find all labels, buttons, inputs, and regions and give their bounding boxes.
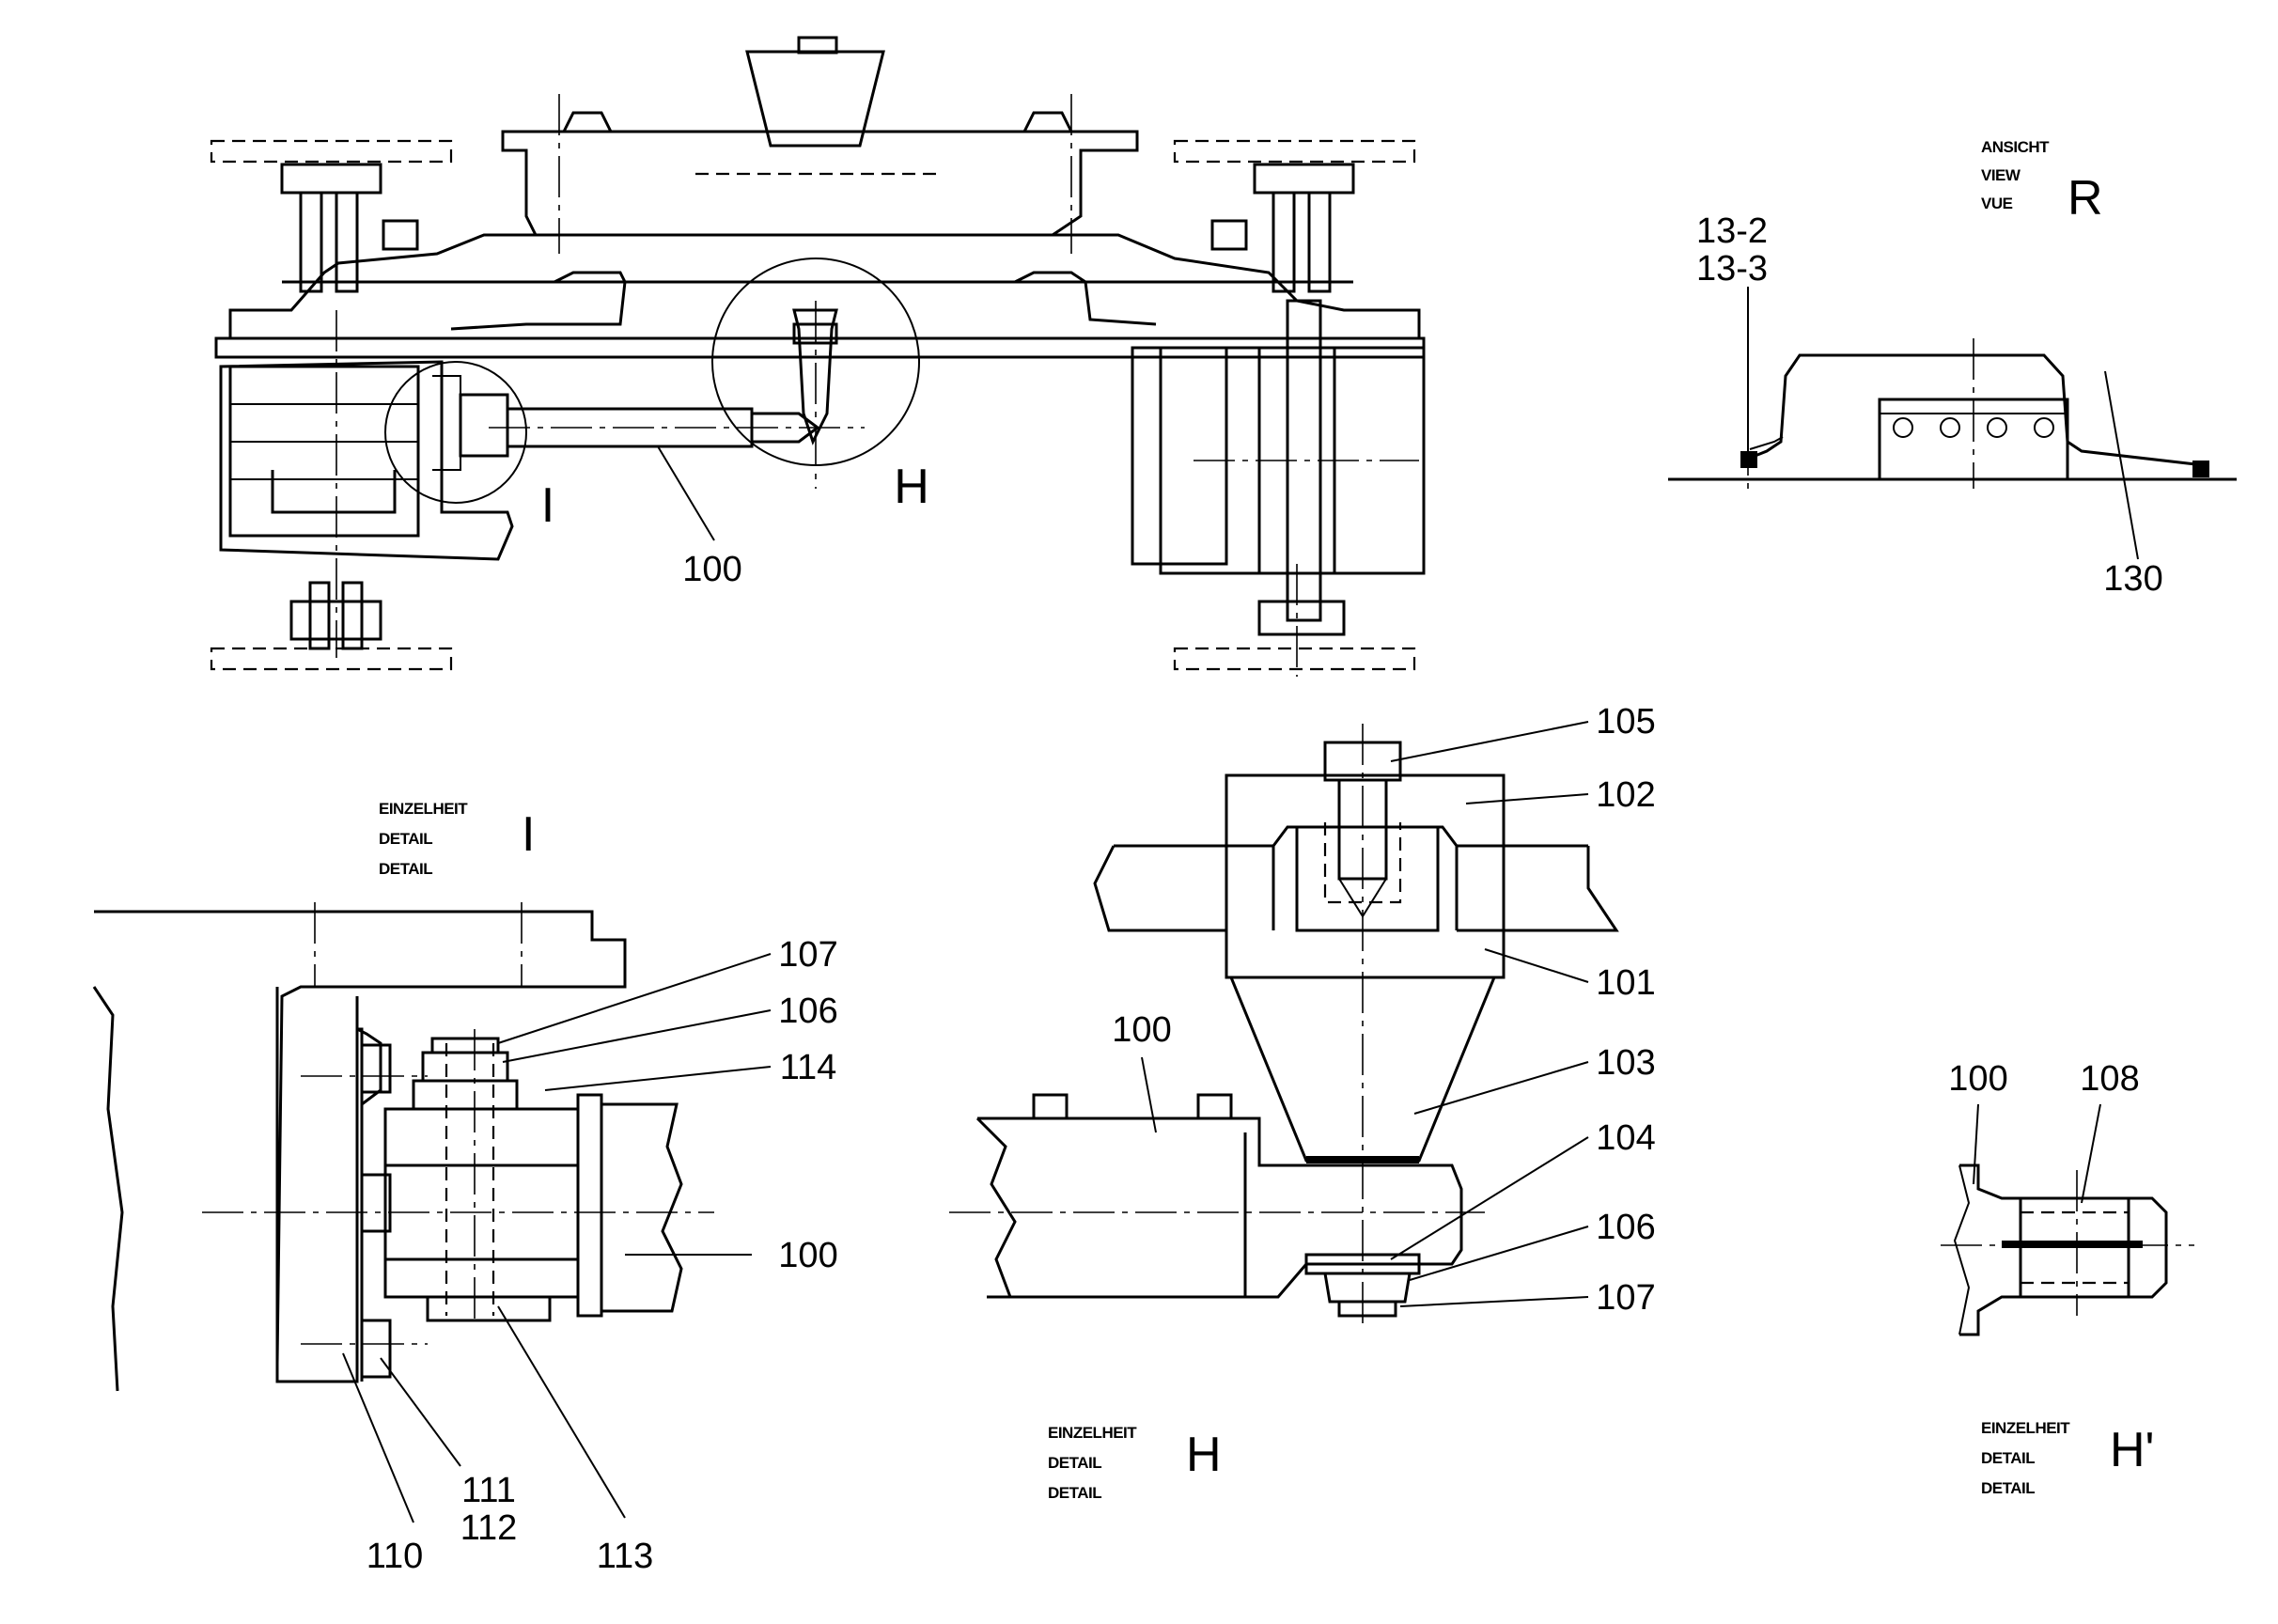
detail-h-label-102: 102 [1596, 775, 1655, 815]
view-r-caption-ansicht: ANSICHT [1981, 138, 2050, 156]
detail-h2-label-100: 100 [1948, 1059, 2007, 1099]
detail-i-caption-detail-1: DETAIL [379, 830, 432, 848]
detail-h2-label-108: 108 [2080, 1059, 2139, 1099]
view-r-label-130: 130 [2103, 559, 2162, 599]
main-label-h: H [894, 460, 929, 514]
detail-i-caption-detail-2: DETAIL [379, 860, 432, 878]
detail-i-label-114: 114 [780, 1048, 837, 1087]
detail-h-label-103: 103 [1596, 1043, 1655, 1083]
detail-h-label-100: 100 [1112, 1010, 1171, 1050]
detail-h-label-106: 106 [1596, 1208, 1655, 1247]
view-r-label-13-3: 13-3 [1696, 249, 1768, 289]
detail-i: EINZELHEIT DETAIL DETAIL I [92, 800, 838, 1576]
view-r-label-13-2: 13-2 [1696, 211, 1768, 251]
detail-h-prime: EINZELHEIT DETAIL DETAIL H' 100 108 [1941, 1059, 2194, 1497]
detail-h2-caption-einzelheit: EINZELHEIT [1981, 1419, 2070, 1437]
detail-h-label-101: 101 [1596, 963, 1655, 1003]
detail-h-label-104: 104 [1596, 1118, 1655, 1158]
detail-h: EINZELHEIT DETAIL DETAIL H [949, 702, 1656, 1502]
detail-h-caption-detail-2: DETAIL [1048, 1484, 1101, 1502]
detail-h-caption-einzelheit: EINZELHEIT [1048, 1424, 1137, 1442]
view-r-caption-view: VIEW [1981, 166, 2021, 184]
main-label-i: I [541, 478, 554, 533]
detail-h2-letter: H' [2110, 1423, 2154, 1477]
main-label-100: 100 [682, 550, 741, 589]
detail-h-letter: H [1186, 1428, 1222, 1482]
detail-h-caption-detail-1: DETAIL [1048, 1454, 1101, 1472]
detail-i-label-110: 110 [367, 1537, 424, 1576]
view-r-caption-vue: VUE [1981, 195, 2013, 212]
view-r-letter: R [2067, 171, 2103, 226]
view-r: ANSICHT VIEW VUE R 13-2 13-3 130 [1668, 138, 2237, 599]
detail-h2-caption-detail-2: DETAIL [1981, 1479, 2035, 1497]
detail-h2-caption-detail-1: DETAIL [1981, 1449, 2035, 1467]
detail-i-letter: I [522, 807, 535, 862]
detail-i-label-107: 107 [778, 935, 837, 975]
detail-i-label-100: 100 [778, 1236, 837, 1275]
detail-i-label-111: 111 [461, 1471, 516, 1510]
detail-i-caption-einzelheit: EINZELHEIT [379, 800, 468, 818]
detail-h-label-105: 105 [1596, 702, 1655, 742]
detail-i-label-106: 106 [778, 992, 837, 1031]
detail-h-label-107: 107 [1596, 1278, 1655, 1318]
main-bogie-view: 100 H I [210, 36, 1426, 677]
detail-i-label-112: 112 [460, 1508, 518, 1548]
detail-i-label-113: 113 [597, 1537, 654, 1576]
